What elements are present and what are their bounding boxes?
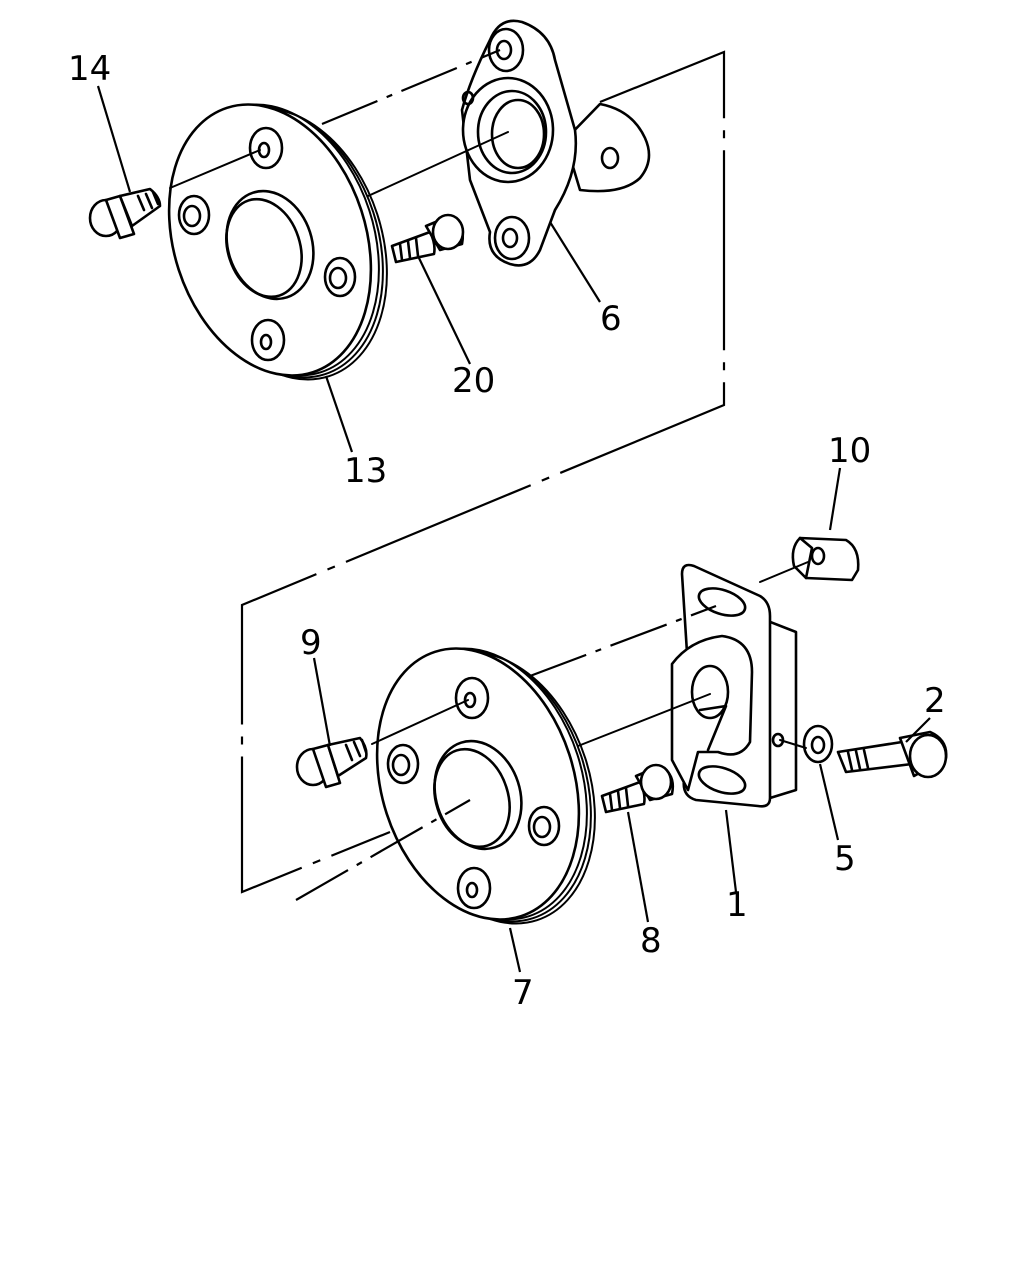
lower-bracket-1 (670, 563, 798, 808)
lower-bolt-8 (600, 763, 675, 814)
upper-disc-13 (167, 103, 388, 381)
bracket-hole (493, 215, 531, 261)
callout-7: 7 (512, 973, 534, 1013)
upper-bolt-20 (390, 213, 465, 264)
upper-bolt-14 (88, 187, 162, 240)
callout-5: 5 (834, 839, 856, 879)
callout-6: 6 (600, 299, 622, 339)
square-nut-10 (791, 536, 860, 582)
upper-alignment-lines (169, 48, 509, 197)
hex-bolt-2 (836, 730, 948, 779)
disc-hole (250, 318, 286, 362)
bracket-hole (487, 27, 525, 73)
callout-8: 8 (640, 921, 662, 961)
washer-5 (802, 724, 834, 764)
lower-bolt-9 (295, 736, 368, 789)
disc-hole (456, 866, 492, 910)
callout-1: 1 (726, 885, 748, 925)
callout-2: 2 (924, 681, 946, 721)
callout-10: 10 (828, 431, 871, 471)
lower-alignment-lines (295, 561, 809, 901)
disc-hole (177, 194, 211, 236)
upper-bracket-6 (460, 19, 651, 267)
callout-20: 20 (452, 361, 495, 401)
disc-hole (323, 256, 357, 298)
disc-hole (454, 676, 490, 720)
lower-disc-7 (375, 647, 596, 925)
assembly-frame (240, 50, 726, 894)
callout-14: 14 (68, 49, 111, 89)
callout-labels: 14 6 20 13 10 9 2 5 1 8 7 (68, 49, 946, 1013)
disc-hole (527, 805, 561, 847)
disc-hole (386, 743, 420, 785)
callout-9: 9 (300, 623, 322, 663)
callout-leaders (96, 85, 931, 973)
callout-13: 13 (344, 451, 387, 491)
